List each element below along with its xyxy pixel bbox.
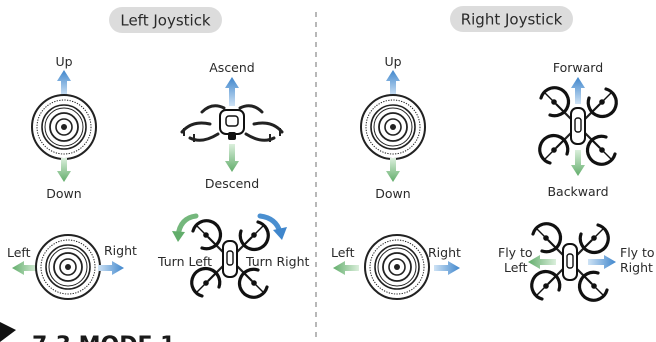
fly-right-line2: Right <box>620 260 653 275</box>
joystick-icon <box>364 234 430 300</box>
arrow-left-icon <box>12 261 38 275</box>
right-panel: Right Joystick Up Down Forward Backward … <box>331 6 655 300</box>
stick-left-label: Left <box>331 245 355 260</box>
arrow-down-icon <box>386 158 400 182</box>
joystick-icon <box>31 94 97 160</box>
forward-label: Forward <box>553 60 603 75</box>
arrow-up-icon <box>386 70 400 96</box>
arrow-right-icon <box>588 255 616 269</box>
arrow-right-icon <box>434 261 460 275</box>
fly-right-line1: Fly to <box>620 245 655 260</box>
descend-label: Descend <box>205 176 259 191</box>
left-drone-vertical: Ascend Descend <box>180 60 284 191</box>
turn-left-label: Turn Left <box>157 254 212 269</box>
backward-label: Backward <box>547 184 608 199</box>
left-stick-horizontal: Left Right <box>7 234 137 300</box>
drone-side-icon <box>180 104 284 144</box>
stick-down-label: Down <box>46 186 81 201</box>
arrow-down-icon <box>571 150 585 176</box>
arrow-left-icon <box>528 255 556 269</box>
fly-left-line1: Fly to <box>498 245 533 260</box>
stick-up-label: Up <box>384 54 401 69</box>
right-panel-title: Right Joystick <box>461 11 563 29</box>
arrow-right-icon <box>98 261 124 275</box>
arrow-up-icon <box>57 70 71 96</box>
left-panel: Left Joystick Up Down Ascend Descend Lef… <box>7 7 309 300</box>
ascend-label: Ascend <box>209 60 254 75</box>
arrow-up-icon <box>571 77 585 104</box>
joystick-icon <box>35 234 101 300</box>
rotate-left-arrowhead-icon <box>172 231 185 242</box>
stick-up-label: Up <box>55 54 72 69</box>
arrow-down-icon <box>225 144 239 172</box>
fly-left-line2: Left <box>504 260 528 275</box>
stick-left-label: Left <box>7 245 31 260</box>
left-stick-vertical: Up Down <box>31 54 97 201</box>
footer: 7.3 MODE 1 <box>0 322 175 342</box>
left-drone-rotate: Turn Left Turn Right <box>157 213 309 297</box>
left-title-pill <box>109 7 222 33</box>
arrow-up-icon <box>225 77 239 106</box>
right-stick-horizontal: Left Right <box>331 234 461 300</box>
left-panel-title: Left Joystick <box>120 12 211 30</box>
stick-down-label: Down <box>375 186 410 201</box>
right-title-pill <box>450 6 573 32</box>
stick-right-label: Right <box>104 243 137 258</box>
section-marker-icon <box>0 322 16 342</box>
arrow-down-icon <box>57 158 71 182</box>
turn-right-label: Turn Right <box>245 254 309 269</box>
right-stick-vertical: Up Down <box>360 54 426 201</box>
right-drone-vertical: Forward Backward <box>540 60 617 199</box>
arrow-left-icon <box>333 261 359 275</box>
joystick-icon <box>360 94 426 160</box>
section-heading: 7.3 MODE 1 <box>32 333 175 342</box>
right-drone-fly: Fly to Left Fly to Right <box>498 224 655 301</box>
stick-right-label: Right <box>428 245 461 260</box>
rotate-right-arrowhead-icon <box>273 227 287 240</box>
